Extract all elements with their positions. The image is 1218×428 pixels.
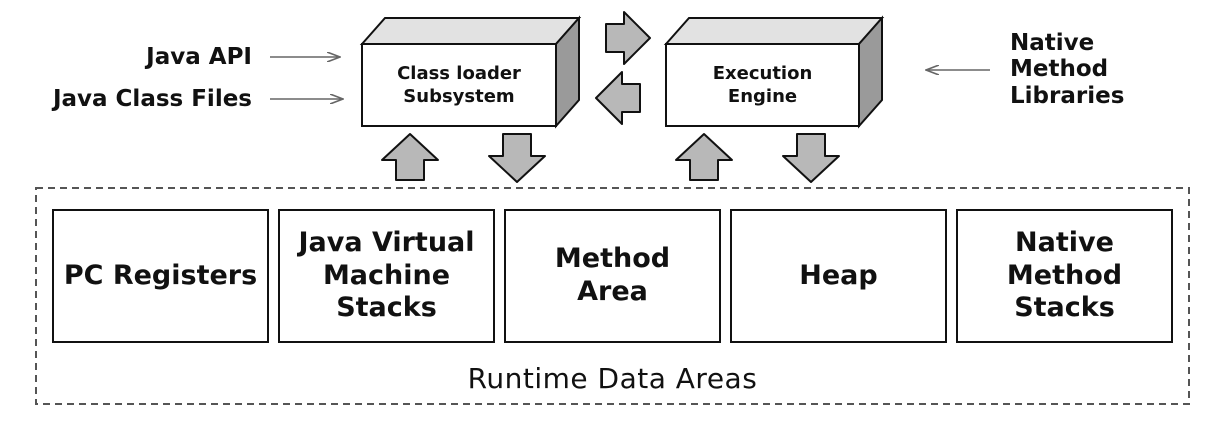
java-class-files-label: Java Class Files [52, 86, 252, 112]
block-arrow-up-2 [675, 133, 733, 181]
cell-heap: Heap [731, 210, 946, 342]
cell-pc-registers-line-1: PC Registers [63, 259, 258, 291]
cell-box-pc-registers [52, 209, 269, 343]
cell-method-area-line-1: Method [554, 243, 671, 275]
cell-box-heap [730, 209, 947, 343]
cell-jvm-stacks: Java Virtual Machine Stacks [279, 210, 494, 342]
native-method-libraries-label: Native Method Libraries [1010, 30, 1124, 109]
execution-engine-label: Execution Engine [666, 44, 859, 126]
block-arrow-down-2 [782, 133, 840, 183]
execution-engine-line-2: Engine [727, 86, 798, 107]
class-loader-box [359, 15, 582, 129]
cell-box-native-stacks [956, 209, 1173, 343]
native-label-line-1: Native [1010, 30, 1095, 56]
cell-native-stacks-line-2: Method [1006, 259, 1123, 291]
cell-box-jvm-stacks [278, 209, 495, 343]
cell-box-method-area [504, 209, 721, 343]
runtime-data-areas-border [35, 187, 1190, 405]
cell-jvm-stacks-line-2: Machine [322, 259, 451, 291]
cell-jvm-stacks-line-1: Java Virtual [298, 226, 475, 258]
block-arrow-up-1 [381, 133, 439, 181]
execution-engine-line-1: Execution [712, 62, 813, 84]
cell-pc-registers: PC Registers [53, 210, 268, 342]
class-loader-label: Class loader Subsystem [362, 44, 556, 126]
cell-native-stacks: Native Method Stacks [957, 210, 1172, 342]
cell-heap-line-1: Heap [799, 259, 878, 291]
cell-method-area: Method Area [505, 210, 720, 342]
cell-native-stacks-line-1: Native [1015, 226, 1114, 258]
class-loader-line-1: Class loader [397, 62, 521, 84]
cell-method-area-line-2: Area [577, 276, 648, 307]
cell-jvm-stacks-line-3: Stacks [336, 292, 437, 324]
runtime-data-areas-title: Runtime Data Areas [467, 362, 758, 395]
execution-engine-box [663, 15, 885, 129]
native-label-line-3: Libraries [1010, 82, 1125, 109]
native-label-line-2: Method [1010, 56, 1109, 83]
block-arrow-down-1 [488, 133, 546, 183]
block-arrow-left [595, 71, 641, 125]
cell-native-stacks-line-3: Stacks [1014, 292, 1115, 324]
java-api-label: Java API [146, 44, 252, 70]
class-loader-line-2: Subsystem [403, 86, 515, 107]
block-arrow-right [605, 11, 651, 65]
